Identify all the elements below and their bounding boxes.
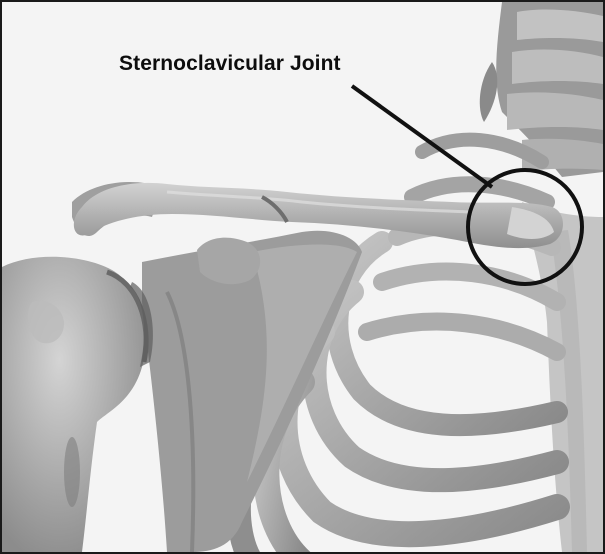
joint-label: Sternoclavicular Joint (119, 52, 341, 76)
humerus (2, 257, 146, 552)
vertebrae (480, 2, 603, 177)
